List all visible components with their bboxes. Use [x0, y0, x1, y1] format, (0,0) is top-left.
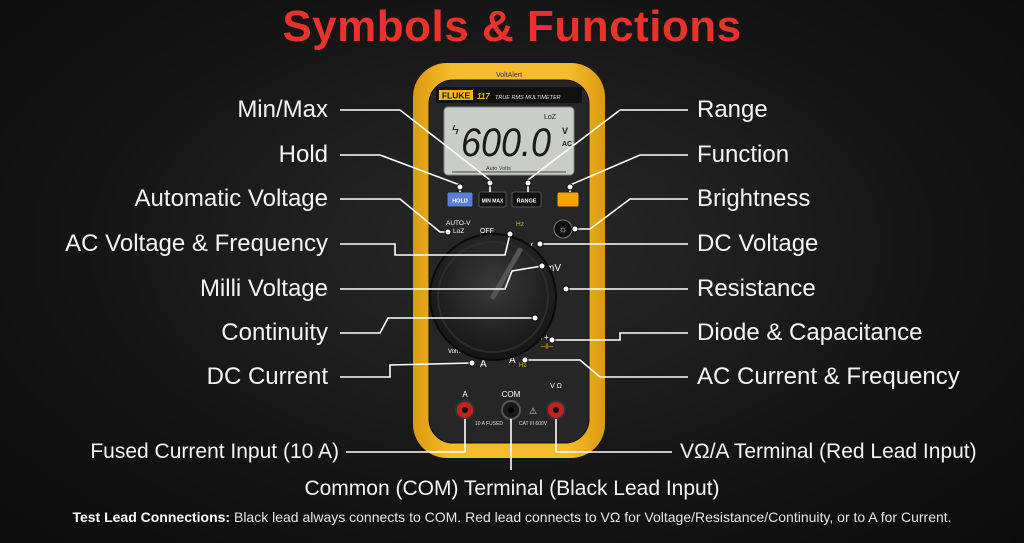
minmax-button-label: MIN MAX — [482, 199, 504, 205]
dot-dc-current — [469, 360, 475, 366]
cat-rating-text: CAT III 600V — [519, 421, 548, 427]
label-continuity: Continuity — [221, 318, 328, 348]
footer-note-heading: Test Lead Connections: — [72, 509, 230, 525]
fluke-logo-text: FLUKE — [442, 91, 471, 101]
footer-note: Test Lead Connections: Black lead always… — [0, 509, 1024, 525]
dot-millivolt — [539, 263, 545, 269]
label-ac-current-frequency: AC Current & Frequency — [697, 362, 960, 392]
footer-note-text: Black lead always connects to COM. Red l… — [230, 509, 951, 525]
label-brightness: Brightness — [697, 184, 810, 214]
terminal-com-hole — [508, 407, 514, 413]
multimeter: VoltAlert FLUKE 117 TRUE RMS MULTIMETER … — [413, 63, 605, 458]
lcd-reading: 600.0 — [461, 121, 551, 165]
dot-dc-voltage — [537, 241, 543, 247]
lcd-lightning-icon: ϟ — [452, 122, 459, 137]
label-function: Function — [697, 140, 789, 170]
dot-auto-voltage — [445, 229, 451, 235]
lcd-unit-v: V — [562, 126, 568, 136]
dot-range — [525, 180, 531, 186]
meter-top-label: VoltAlert — [496, 72, 522, 79]
dot-continuity — [532, 315, 538, 321]
lcd-auto-volts: Auto Volts — [486, 166, 511, 172]
dot-ac-voltage — [507, 231, 513, 237]
dot-function — [567, 184, 573, 190]
label-com-terminal: Common (COM) Terminal (Black Lead Input) — [0, 474, 1024, 504]
function-button[interactable] — [557, 192, 579, 207]
terminal-vohm-label: V Ω — [550, 383, 562, 390]
label-vohm-terminal: VΩ/A Terminal (Red Lead Input) — [680, 437, 977, 467]
model-number: 117 — [477, 92, 490, 101]
label-hold: Hold — [279, 140, 328, 170]
brightness-icon: ☼ — [558, 225, 567, 236]
fused-text: 10 A FUSED — [475, 421, 503, 427]
terminal-a-label: A — [462, 390, 468, 399]
terminal-vohm-hole — [553, 407, 559, 413]
model-description: TRUE RMS MULTIMETER — [495, 95, 561, 101]
range-button-label: RANGE — [517, 199, 537, 205]
terminal-com-label: COM — [502, 390, 521, 399]
label-dc-current: DC Current — [207, 362, 328, 392]
dot-resistance — [563, 286, 569, 292]
label-milli-voltage: Milli Voltage — [200, 274, 328, 304]
dot-hold — [457, 184, 463, 190]
label-range: Range — [697, 95, 768, 125]
label-dc-voltage: DC Voltage — [697, 229, 818, 259]
dial-dc-a-label: A — [480, 359, 487, 370]
dial-hz-label: Hz — [516, 221, 524, 228]
dot-brightness — [572, 226, 578, 232]
hold-button-label: HOLD — [452, 199, 468, 205]
label-resistance: Resistance — [697, 274, 816, 304]
label-fused-current-input: Fused Current Input (10 A) — [90, 437, 339, 467]
dot-ac-current — [522, 357, 528, 363]
label-min-max: Min/Max — [237, 95, 328, 125]
dial-a-hz-label: Hz — [519, 363, 526, 369]
lcd-loz: LoZ — [544, 114, 557, 121]
dot-minmax — [487, 180, 493, 186]
dial-loz-label: LoZ — [453, 228, 464, 235]
dial-autov-label: AUTO-V — [446, 220, 471, 227]
label-ac-voltage-frequency: AC Voltage & Frequency — [65, 229, 328, 259]
dot-diode — [549, 337, 555, 343]
warning-icon: ⚠ — [529, 406, 537, 416]
terminal-a-hole — [462, 407, 468, 413]
label-automatic-voltage: Automatic Voltage — [135, 184, 328, 214]
label-diode-capacitance: Diode & Capacitance — [697, 318, 922, 348]
